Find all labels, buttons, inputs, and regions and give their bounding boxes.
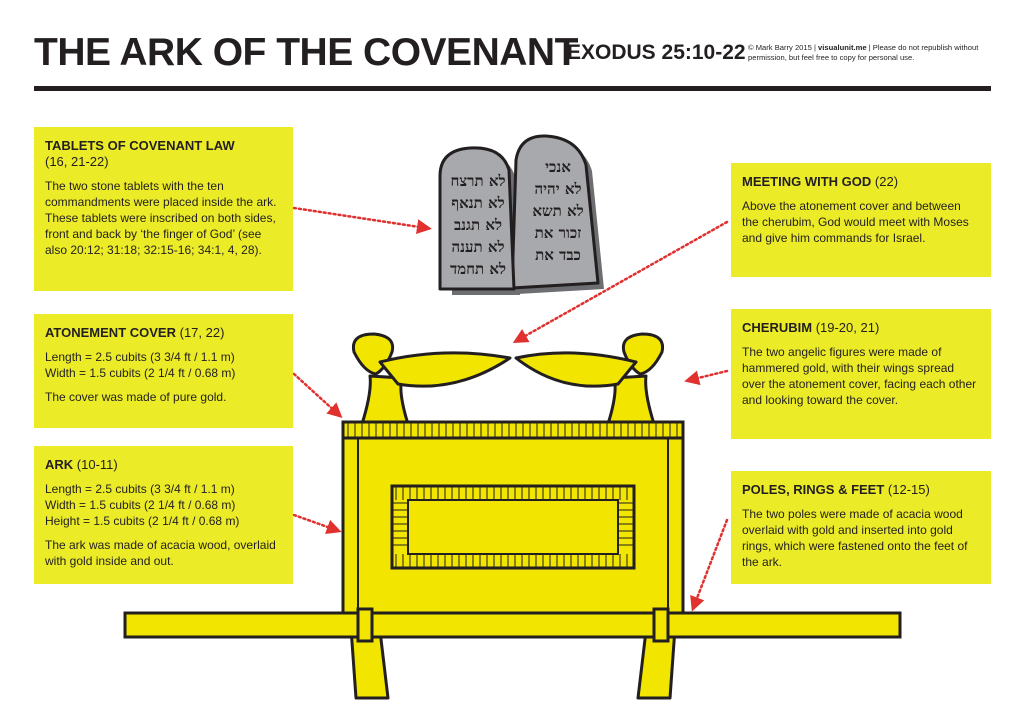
panel-ref: (16, 21-22) [45, 154, 109, 169]
panel-heading: MEETING WITH GOD [742, 174, 872, 189]
header-rule [34, 86, 991, 91]
panel-body: The ark was made of acacia wood, overlai… [45, 538, 276, 568]
credit-permission: Please do not republish without permissi… [748, 43, 979, 62]
ark-chest [341, 420, 685, 616]
credit-note: © Mark Barry 2015 | visualunit.me | Plea… [748, 43, 979, 62]
tablet-inscription-line: אנכי [545, 158, 571, 176]
panel-ref: (22) [874, 174, 899, 189]
panel-heading: ARK [45, 457, 74, 472]
tablet-inscription-line: כבד את [535, 246, 581, 264]
stone-tablets: לא תרצח לא תנאף לא תגנב לא תענה לא תחמד אנכי… [438, 134, 604, 295]
panel-width: Width = 1.5 cubits (2 1/4 ft / 0.68 m) [45, 366, 236, 380]
tablet-inscription-line: לא תענה [451, 238, 504, 256]
panel-body: The cover was made of pure gold. [45, 390, 227, 404]
tablet-inscription-line: זכור את [535, 224, 582, 242]
cherubim-panel: CHERUBIM (19-20, 21) The two angelic fig… [731, 309, 991, 439]
panel-body: The two poles were made of acacia wood o… [742, 507, 968, 569]
panel-ref: (12-15) [887, 482, 930, 497]
cherubim [351, 332, 665, 426]
tablet-inscription-line: לא תשא [532, 202, 583, 220]
tablets-panel: TABLETS OF COVENANT LAW (16, 21-22) The … [34, 127, 293, 291]
panel-heading: POLES, RINGS & FEET [742, 482, 885, 497]
panel-height: Height = 1.5 cubits (2 1/4 ft / 0.68 m) [45, 514, 240, 528]
panel-heading: TABLETS OF COVENANT LAW [45, 138, 235, 153]
tablet-inscription-line: לא תנאף [451, 194, 504, 212]
tablet-inscription-line: לא תרצח [450, 172, 505, 190]
panel-body: The two angelic figures were made of ham… [742, 345, 977, 407]
panel-body: Above the atonement cover and between th… [742, 199, 969, 245]
tablet-inscription-line: לא יהיה [535, 180, 582, 198]
panel-heading: ATONEMENT COVER [45, 325, 176, 340]
right-tablet [510, 134, 600, 290]
ark-panel: ARK (10-11) Length = 2.5 cubits (3 3/4 f… [34, 446, 293, 584]
tablet-inscription-line: לא תחמד [450, 260, 506, 278]
credit-site: visualunit.me [818, 43, 867, 52]
panel-width: Width = 1.5 cubits (2 1/4 ft / 0.68 m) [45, 498, 236, 512]
tablet-inscription-line: לא תגנב [454, 216, 502, 234]
left-tablet [438, 146, 516, 291]
panel-length: Length = 2.5 cubits (3 3/4 ft / 1.1 m) [45, 482, 235, 496]
poles-panel: POLES, RINGS & FEET (12-15) The two pole… [731, 471, 991, 584]
meeting-panel: MEETING WITH GOD (22) Above the atonemen… [731, 163, 991, 277]
credit-author: © Mark Barry 2015 [748, 43, 812, 52]
poles-and-feet [123, 607, 902, 700]
panel-body: The two stone tablets with the ten comma… [45, 179, 277, 257]
pointer-arrows [292, 206, 729, 612]
atonement-cover-panel: ATONEMENT COVER (17, 22) Length = 2.5 cu… [34, 314, 293, 428]
page-title: THE ARK OF THE COVENANT [34, 31, 578, 74]
panel-ref: (10-11) [76, 457, 118, 472]
panel-heading: CHERUBIM [742, 320, 813, 335]
panel-length: Length = 2.5 cubits (3 3/4 ft / 1.1 m) [45, 350, 235, 364]
panel-ref: (17, 22) [179, 325, 225, 340]
scripture-reference: EXODUS 25:10-22 [567, 41, 746, 64]
panel-ref: (19-20, 21) [815, 320, 880, 335]
